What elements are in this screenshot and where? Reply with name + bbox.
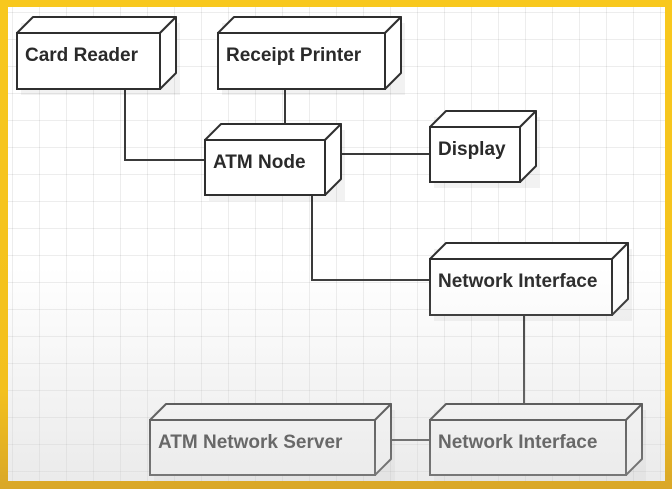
node-top-face: [429, 110, 537, 128]
node-front-face: [429, 126, 521, 183]
node-atm-network-server[interactable]: ATM Network Server: [149, 403, 395, 481]
node-atm-node[interactable]: ATM Node: [204, 123, 345, 201]
node-top-face: [149, 403, 392, 421]
connector-atm-node-to-network-interface-1: [311, 195, 430, 281]
connector-card-reader-to-atm-node: [124, 89, 205, 161]
node-front-face: [16, 32, 161, 90]
node-network-interface-2[interactable]: Network Interface: [429, 403, 646, 481]
node-top-face: [16, 16, 177, 34]
node-top-face: [429, 242, 629, 260]
connectors: [124, 89, 525, 441]
node-label: Card Reader: [25, 45, 139, 66]
node-label: Network Interface: [438, 432, 597, 453]
node-top-face: [204, 123, 342, 141]
node-front-face: [429, 419, 627, 476]
node-display[interactable]: Display: [429, 110, 540, 188]
node-label: Display: [438, 139, 506, 160]
node-receipt-printer[interactable]: Receipt Printer: [217, 16, 405, 95]
node-card-reader[interactable]: Card Reader: [16, 16, 180, 95]
node-label: ATM Node: [213, 152, 306, 173]
node-top-face: [217, 16, 402, 34]
node-front-face: [217, 32, 386, 90]
node-front-face: [149, 419, 376, 476]
node-label: ATM Network Server: [158, 432, 343, 453]
node-top-face: [429, 403, 643, 421]
node-front-face: [204, 139, 326, 196]
node-network-interface-1[interactable]: Network Interface: [429, 242, 632, 321]
node-label: Network Interface: [438, 271, 597, 292]
node-label: Receipt Printer: [226, 45, 362, 66]
node-front-face: [429, 258, 613, 316]
